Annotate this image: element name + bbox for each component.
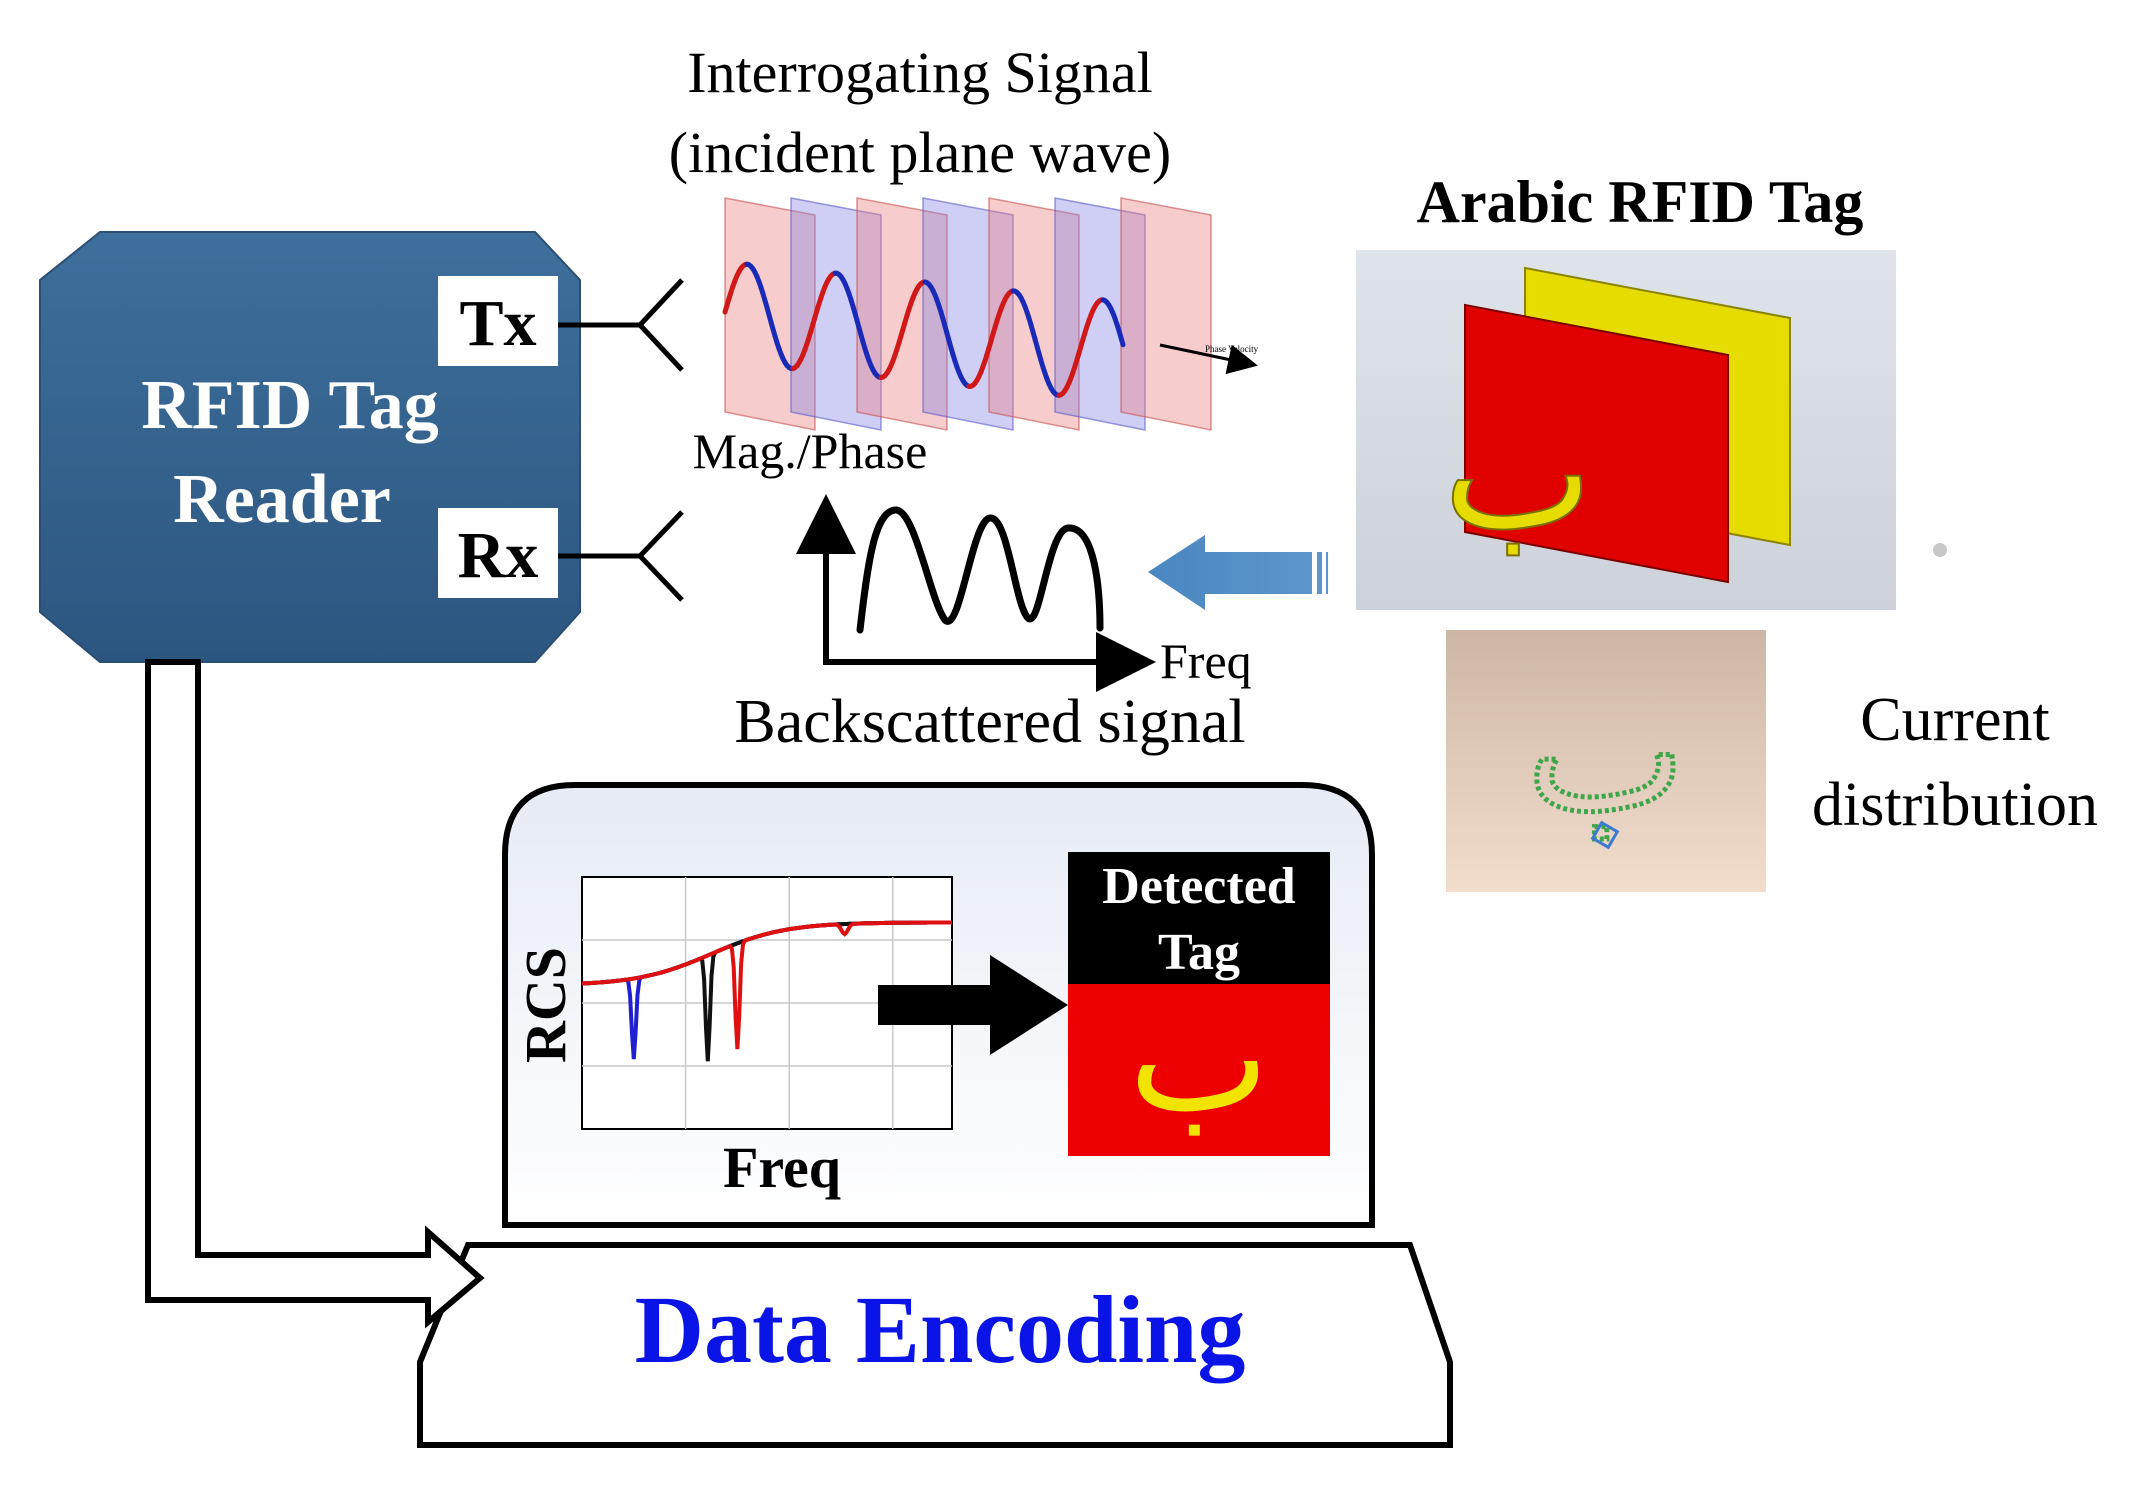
arabic-tag-title: Arabic RFID Tag <box>1417 169 1864 235</box>
reader-title-line1: RFID Tag <box>141 367 439 444</box>
tx-label: Tx <box>459 287 536 360</box>
rx-label: Rx <box>458 519 539 592</box>
rx-antenna-icon <box>558 510 684 602</box>
rcs-xlabel: Freq <box>723 1135 841 1200</box>
rcs-ylabel: RCS <box>513 947 578 1063</box>
current-label-line1: Current <box>1860 686 2049 754</box>
tag-3d-view: ب <box>1356 250 1947 610</box>
reader-title-line2: Reader <box>173 461 391 538</box>
reader-block: RFID Tag Reader Tx Rx <box>39 231 581 663</box>
backscattered-caption: Backscattered signal <box>734 688 1245 756</box>
wave-plane <box>922 197 1014 431</box>
detected-label-line1: Detected <box>1102 858 1296 915</box>
data-encoding-label: Data Encoding <box>635 1276 1246 1383</box>
wave-plane <box>856 197 948 431</box>
plane-wave-illustration: Phase Velocity <box>722 197 1259 431</box>
backscatter-arrow-icon <box>1148 535 1328 610</box>
interrogating-title-line2: (incident plane wave) <box>669 120 1171 185</box>
tag-front-plane <box>1464 303 1729 584</box>
backscatter-curve <box>856 506 1104 634</box>
laptop-base: Data Encoding <box>417 1242 1453 1448</box>
freq-label: Freq <box>1160 633 1252 689</box>
reader-to-encoder-arrow <box>145 659 485 1329</box>
detected-arabic-letter: ب <box>1128 977 1269 1143</box>
rx-port <box>438 508 558 598</box>
laptop-screen: RCS Freq Detected Tag ب <box>502 782 1375 1228</box>
current-distribution-image: ب <box>1446 630 1766 892</box>
tx-antenna-icon <box>558 278 684 372</box>
current-label-line2: distribution <box>1812 771 2098 839</box>
wave-plane <box>1054 197 1146 431</box>
detected-label-line2: Tag <box>1158 924 1240 981</box>
rcs-series-line <box>581 920 952 1050</box>
current-arabic-letter: ب <box>1526 659 1686 847</box>
detect-arrow-icon <box>878 955 1068 1055</box>
wave-plane <box>790 197 882 431</box>
tag-arabic-letter: ب <box>1443 385 1594 563</box>
magphase-label: Mag./Phase <box>693 423 928 479</box>
base-frame <box>417 1242 1453 1448</box>
wave-plane <box>1120 197 1212 431</box>
detected-tag-panel: Detected Tag ب <box>1068 852 1330 1156</box>
wave-segment <box>1118 335 1126 348</box>
tag-view-dot <box>1933 543 1947 557</box>
interrogating-title-line1: Interrogating Signal <box>687 40 1153 105</box>
phase-velocity-label: Phase Velocity <box>1205 344 1259 354</box>
backscatter-plot <box>796 494 1156 692</box>
tx-port <box>438 276 558 366</box>
phase-velocity-arrow <box>1159 343 1258 375</box>
